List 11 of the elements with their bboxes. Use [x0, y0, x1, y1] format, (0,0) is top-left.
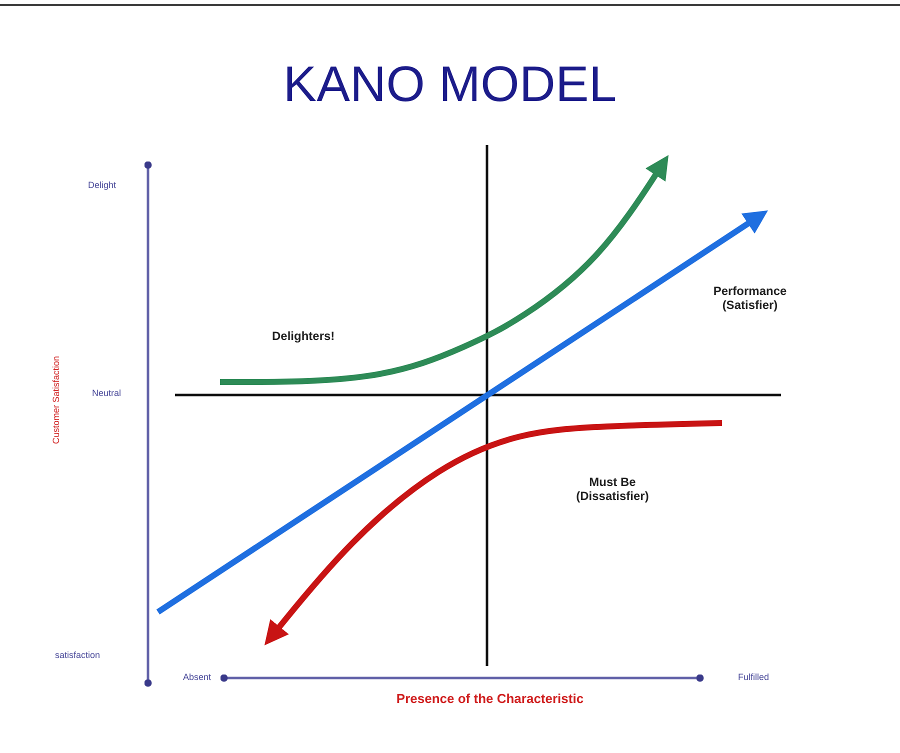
axis-label: Neutral — [92, 388, 122, 398]
axis-label: satisfaction — [55, 650, 100, 660]
curve-label: Must Be (Dissatisfier) — [575, 476, 650, 504]
axis-label: Delight — [88, 180, 116, 190]
axis-title: Customer Satisfaction — [50, 356, 62, 444]
axis-label: Fulfilled — [738, 672, 770, 682]
title: KANO MODEL — [282, 56, 618, 114]
axis-title: Presence of the Characteristic — [395, 692, 585, 707]
curve-label: Delighters! — [272, 330, 335, 344]
axis-label: Absent — [183, 672, 212, 682]
curve-label: Performance (Satisfier) — [712, 285, 788, 313]
